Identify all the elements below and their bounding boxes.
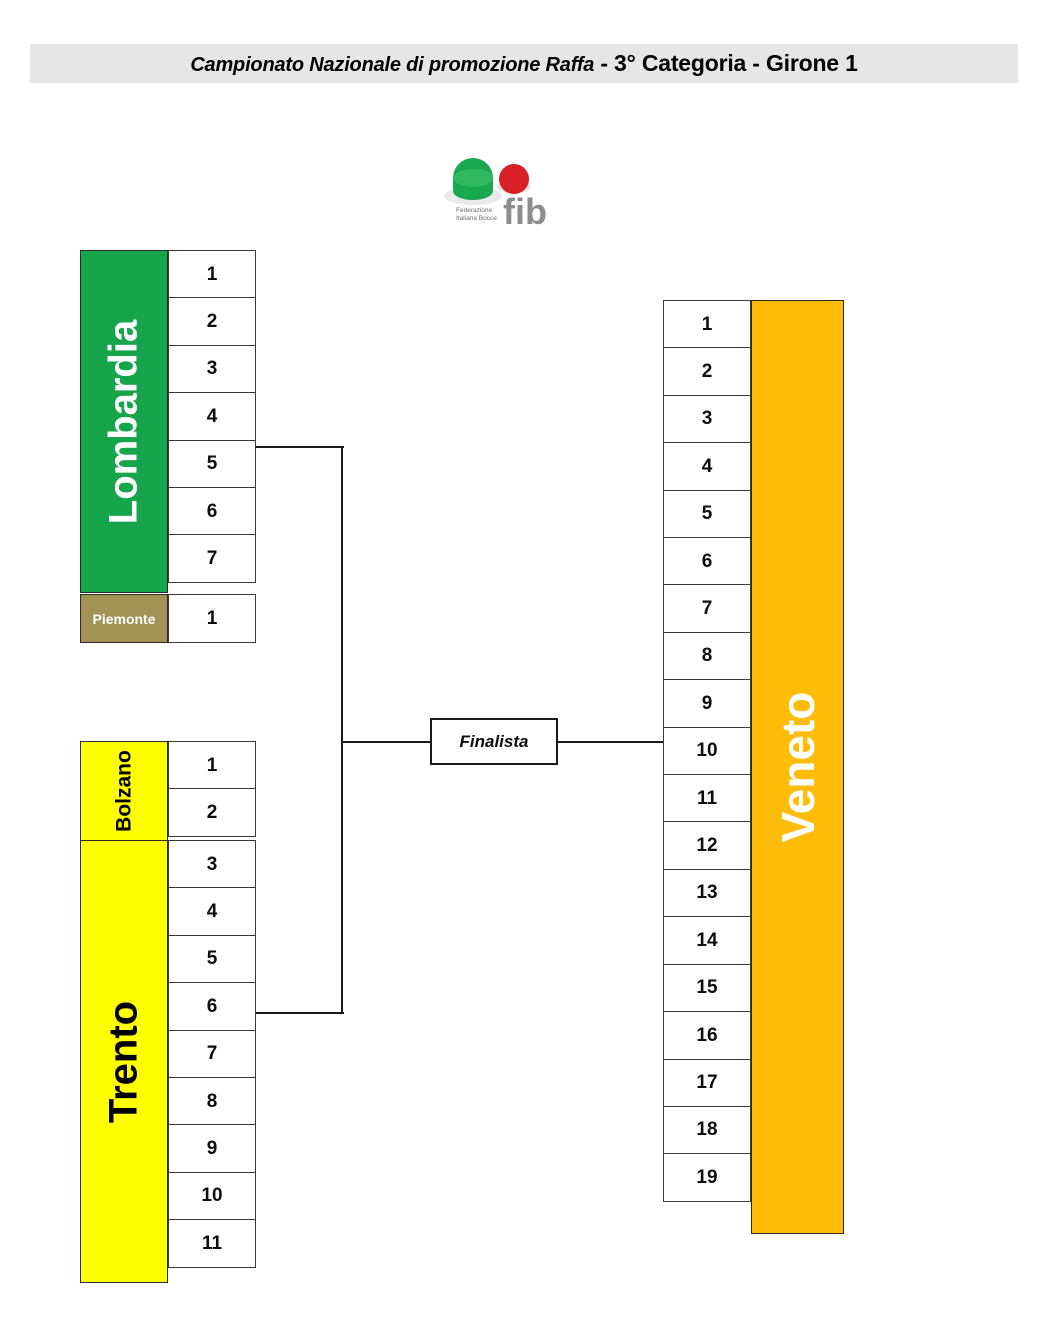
slot-cell[interactable]: 2 [168, 297, 256, 347]
slot-cell[interactable]: 2 [663, 347, 751, 397]
slot-cell[interactable]: 12 [663, 821, 751, 871]
connector-lombardia-branch [256, 446, 344, 449]
slot-cell[interactable]: 1 [168, 250, 256, 299]
slot-cell[interactable]: 4 [168, 392, 256, 442]
slot-cell[interactable]: 6 [663, 537, 751, 587]
slot-column-piemonte: 1 [168, 594, 256, 643]
region-block-trento[interactable]: Trento 3 4 5 6 7 8 9 10 11 [80, 840, 256, 1283]
connector-finalista-to-veneto [558, 741, 665, 744]
connector-vertical-join [341, 446, 344, 1014]
slot-cell[interactable]: 4 [168, 887, 256, 937]
slot-cell[interactable]: 8 [168, 1077, 256, 1127]
slot-cell[interactable]: 9 [663, 679, 751, 729]
region-block-lombardia[interactable]: Lombardia 1 2 3 4 5 6 7 [80, 250, 256, 593]
slot-cell[interactable]: 5 [663, 489, 751, 539]
slot-cell[interactable]: 4 [663, 442, 751, 492]
fib-wordmark: fib [503, 191, 547, 230]
slot-cell[interactable]: 1 [168, 594, 256, 643]
region-label-veneto: Veneto [771, 691, 824, 843]
slot-cell[interactable]: 6 [168, 982, 256, 1032]
slot-cell[interactable]: 10 [663, 726, 751, 776]
fib-subtitle-line1: Federazione [456, 207, 493, 214]
slot-cell[interactable]: 7 [168, 1029, 256, 1079]
slot-cell[interactable]: 11 [663, 774, 751, 824]
region-label-lombardia: Lombardia [101, 319, 146, 524]
region-label-trento: Trento [101, 1000, 146, 1123]
finalista-label: Finalista [459, 731, 529, 751]
slot-cell[interactable]: 18 [663, 1105, 751, 1155]
region-block-veneto[interactable]: 1 2 3 4 5 6 7 8 9 10 11 12 13 14 15 16 1… [663, 300, 844, 1234]
page-title-secondary: - 3° Categoria - Girone 1 [594, 50, 858, 76]
slot-cell[interactable]: 14 [663, 916, 751, 966]
slot-cell[interactable]: 7 [168, 534, 256, 584]
slot-cell[interactable]: 3 [168, 344, 256, 394]
slot-cell[interactable]: 5 [168, 934, 256, 984]
connector-to-finalista [341, 741, 431, 744]
region-label-bolzano: Bolzano [112, 750, 136, 832]
slot-cell[interactable]: 1 [168, 741, 256, 790]
slot-cell[interactable]: 7 [663, 584, 751, 634]
slot-cell[interactable]: 5 [168, 439, 256, 489]
slot-cell[interactable]: 1 [663, 300, 751, 349]
slot-cell[interactable]: 13 [663, 868, 751, 918]
fib-logo: fib Federazione Italiana Bocce [443, 152, 551, 232]
slot-column-bolzano: 1 2 [168, 741, 256, 841]
region-block-bolzano[interactable]: Bolzano 1 2 [80, 741, 256, 841]
slot-cell[interactable]: 9 [168, 1124, 256, 1174]
slot-column-veneto: 1 2 3 4 5 6 7 8 9 10 11 12 13 14 15 16 1… [663, 300, 751, 1234]
slot-cell[interactable]: 10 [168, 1171, 256, 1221]
slot-cell[interactable]: 3 [168, 840, 256, 889]
slot-cell[interactable]: 16 [663, 1011, 751, 1061]
finalista-box[interactable]: Finalista [430, 718, 558, 765]
region-block-piemonte[interactable]: Piemonte 1 [80, 594, 256, 643]
connector-trento-branch [256, 1012, 344, 1015]
slot-cell[interactable]: 11 [168, 1219, 256, 1269]
page-title-primary: Campionato Nazionale di promozione Raffa [190, 54, 595, 76]
slot-column-lombardia: 1 2 3 4 5 6 7 [168, 250, 256, 593]
page-title: Campionato Nazionale di promozione Raffa… [190, 50, 858, 77]
slot-cell[interactable]: 8 [663, 631, 751, 681]
slot-cell[interactable]: 2 [168, 788, 256, 838]
region-label-piemonte: Piemonte [92, 610, 156, 627]
slot-cell[interactable]: 17 [663, 1058, 751, 1108]
slot-cell[interactable]: 19 [663, 1153, 751, 1203]
slot-cell[interactable]: 3 [663, 394, 751, 444]
fib-subtitle-line2: Italiana Bocce [456, 215, 497, 222]
title-banner: Campionato Nazionale di promozione Raffa… [30, 44, 1018, 83]
region-label-cell-trento: Trento [80, 840, 168, 1283]
region-label-cell-lombardia: Lombardia [80, 250, 168, 593]
slot-cell[interactable]: 15 [663, 963, 751, 1013]
region-label-cell-piemonte: Piemonte [80, 594, 168, 643]
slot-column-trento: 3 4 5 6 7 8 9 10 11 [168, 840, 256, 1283]
slot-cell[interactable]: 6 [168, 487, 256, 537]
region-label-cell-veneto: Veneto [751, 300, 844, 1234]
region-label-cell-bolzano: Bolzano [80, 741, 168, 841]
